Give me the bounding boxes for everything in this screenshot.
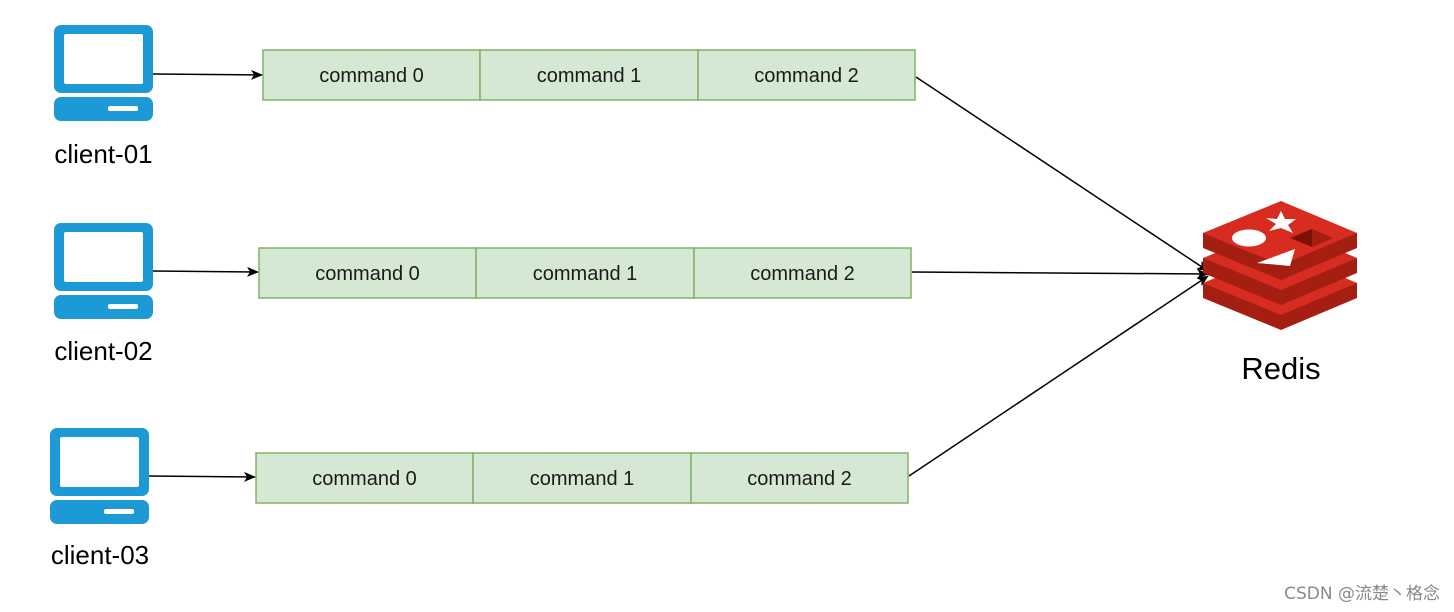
command-label: command 1	[537, 65, 642, 87]
command-cell: command 2	[690, 452, 909, 504]
command-cell: command 2	[697, 49, 916, 101]
desktop-computer-icon	[54, 223, 153, 319]
client-label: client-03	[51, 540, 149, 570]
watermark: CSDN @流楚丶格念	[1284, 584, 1440, 604]
client-node-02: client-02	[54, 223, 153, 366]
command-queue: command 0 command 1 command 2	[255, 452, 909, 504]
command-label: command 2	[747, 468, 852, 490]
client-to-queue-arrow	[152, 266, 259, 277]
queue-to-redis-arrow	[908, 275, 1209, 477]
client-node-01: client-01	[54, 25, 153, 169]
command-label: command 1	[533, 263, 638, 285]
queue-to-redis-arrow	[915, 76, 1209, 272]
command-label: command 0	[312, 468, 417, 490]
command-label: command 0	[319, 65, 424, 87]
queue-to-redis-arrow	[911, 268, 1209, 279]
redis-label: Redis	[1241, 351, 1320, 386]
redis-node: Redis	[1203, 201, 1357, 386]
client-label: client-02	[54, 336, 152, 366]
redis-logo-icon	[1203, 201, 1357, 330]
command-cell: command 0	[255, 452, 474, 504]
command-label: command 2	[750, 263, 855, 285]
desktop-computer-icon	[50, 428, 149, 524]
client-label: client-01	[54, 139, 152, 169]
client-node-03: client-03	[50, 428, 149, 570]
command-label: command 2	[754, 65, 859, 87]
command-queue: command 0 command 1 command 2	[262, 49, 916, 101]
command-label: command 1	[530, 468, 635, 490]
command-label: command 0	[315, 263, 420, 285]
command-cell: command 0	[258, 247, 477, 299]
command-cell: command 2	[693, 247, 912, 299]
desktop-computer-icon	[54, 25, 153, 121]
command-queue: command 0 command 1 command 2	[258, 247, 912, 299]
command-cell: command 1	[475, 247, 695, 299]
command-cell: command 1	[472, 452, 692, 504]
command-cell: command 1	[479, 49, 699, 101]
client-to-queue-arrow	[148, 471, 256, 482]
client-to-queue-arrow	[152, 69, 263, 80]
command-cell: command 0	[262, 49, 481, 101]
